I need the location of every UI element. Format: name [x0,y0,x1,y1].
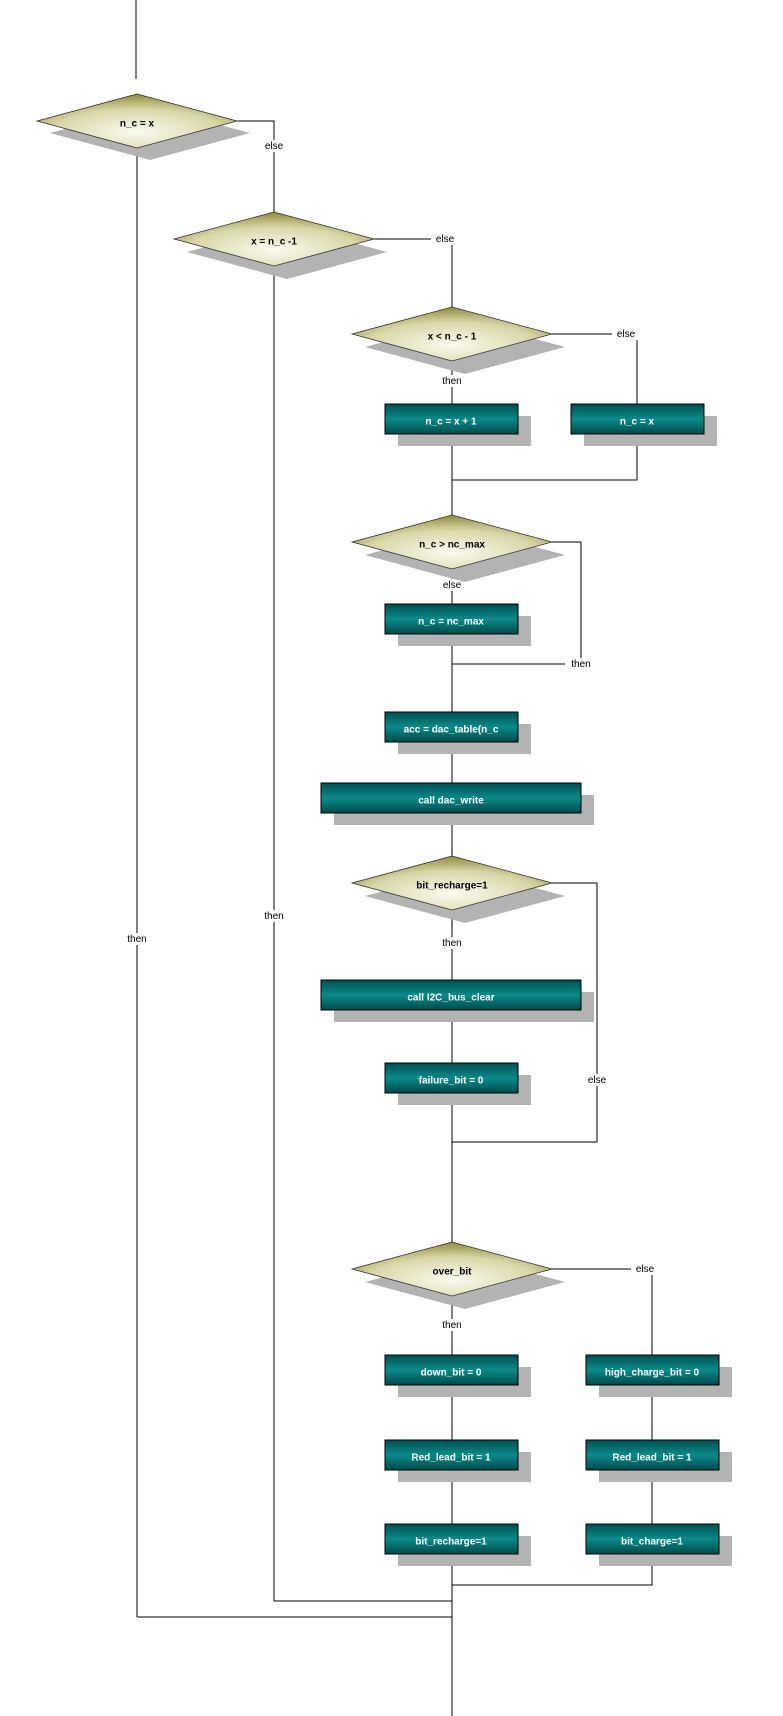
action-label: bit_recharge=1 [415,1537,487,1548]
action-label: Red_lead_bit = 1 [612,1453,692,1464]
edge-label-else: else [617,329,636,340]
action-red-lead-bit-1-right: Red_lead_bit = 1 [585,1439,732,1482]
edge-labels: else else else then else then then else … [121,140,659,1331]
action-call-i2c-bus-clear: call I2C_bus_clear [320,979,594,1022]
edge-label-else: else [265,141,284,152]
decision-label: over_bit [433,1267,473,1278]
action-label: high_charge_bit = 0 [605,1368,700,1379]
edge-label-else: else [443,580,462,591]
edge-label-then: then [442,1320,461,1331]
action-label: Red_lead_bit = 1 [411,1453,491,1464]
action-call-dac-write: call dac_write [320,782,594,825]
action-label: failure_bit = 0 [419,1076,484,1087]
decision-bit-recharge: bit_recharge=1 [350,855,565,923]
action-acc-dac-table: acc = dac_table(n_c [384,711,531,754]
decision-label: n_c > nc_max [419,540,485,551]
action-label: call dac_write [418,796,484,807]
action-bit-recharge-1: bit_recharge=1 [384,1523,531,1566]
edge-label-then: then [264,911,283,922]
action-label: down_bit = 0 [421,1368,482,1379]
decision-label: bit_recharge=1 [416,881,488,892]
action-label: n_c = nc_max [418,617,484,628]
decision-label: n_c = x [120,119,155,130]
decision-x-lt-nc-minus1: x < n_c - 1 [350,306,565,374]
edge-label-else: else [588,1075,607,1086]
action-nc-eq-ncmax: n_c = nc_max [384,603,531,646]
action-red-lead-bit-1-left: Red_lead_bit = 1 [384,1439,531,1482]
action-nc-eq-x: n_c = x [570,403,717,446]
edge-label-else: else [636,1264,655,1275]
decision-label: x < n_c - 1 [428,332,477,343]
action-label: n_c = x [620,417,655,428]
decision-x-eq-nc-minus1: x = n_c -1 [172,211,387,279]
action-label: n_c = x + 1 [425,417,477,428]
edge-label-then: then [127,934,146,945]
edge-label-else: else [436,234,455,245]
decision-label: x = n_c -1 [251,237,297,248]
edge-label-then: then [571,659,590,670]
action-high-charge-bit-0: high_charge_bit = 0 [585,1354,732,1397]
action-down-bit-0: down_bit = 0 [384,1354,531,1397]
decision-nc-gt-ncmax: n_c > nc_max [350,514,565,582]
action-label: acc = dac_table(n_c [404,725,499,736]
decision-nc-eq-x: n_c = x [35,93,250,160]
edge-label-then: then [442,376,461,387]
action-failure-bit-0: failure_bit = 0 [384,1062,531,1105]
decision-over-bit: over_bit [350,1241,565,1309]
action-label: call I2C_bus_clear [407,993,494,1004]
action-bit-charge-1: bit_charge=1 [585,1523,732,1566]
edge-label-then: then [442,938,461,949]
action-label: bit_charge=1 [621,1537,683,1548]
action-nc-eq-x-plus1: n_c = x + 1 [384,403,531,446]
